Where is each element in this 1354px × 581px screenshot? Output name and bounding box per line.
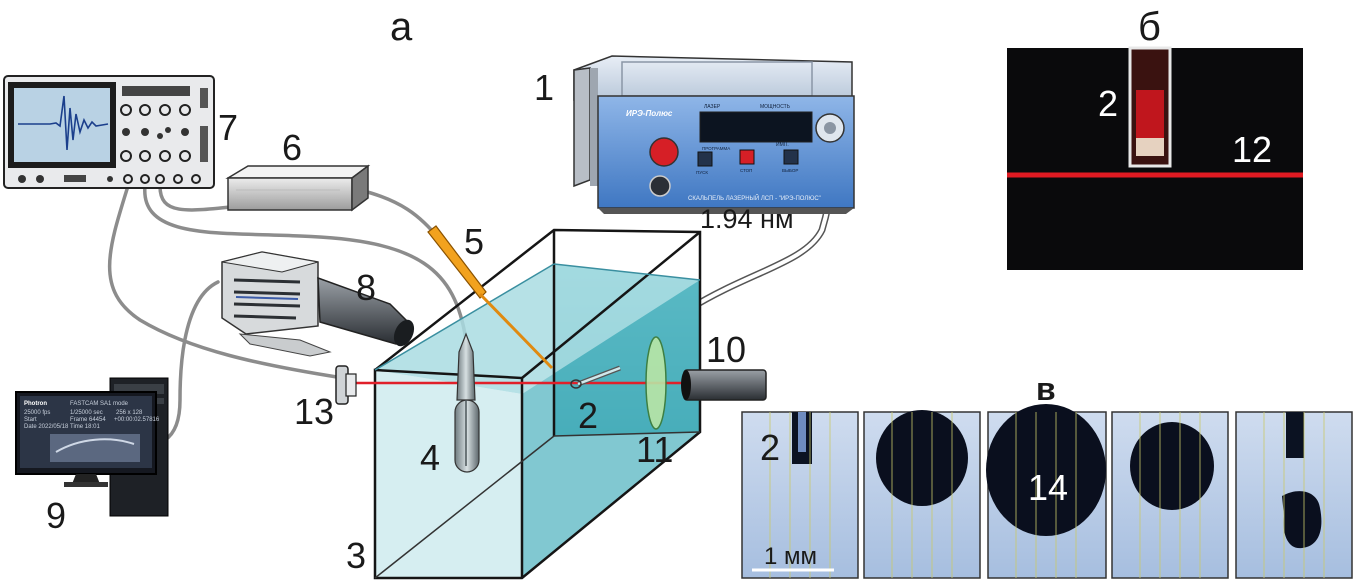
svg-text:FASTCAM SA1 mode: FASTCAM SA1 mode [70,401,129,407]
svg-text:ВЫБОР: ВЫБОР [782,168,798,173]
svg-text:+00:00:02.57816: +00:00:02.57816 [114,417,160,423]
label-12: 12 [1232,129,1272,170]
hydrophone [454,332,480,473]
svg-text:Frame 64454: Frame 64454 [70,417,106,423]
laser-scalpel-unit: ИРЭ-Полюс ЛАЗЕР МОЩНОСТЬ ПРОГРАММА ИМП. … [573,55,855,214]
label-9: 9 [46,495,66,536]
panel-label-a: а [390,5,413,49]
panel-label-b: б [1138,5,1161,49]
label-13: 13 [294,391,334,432]
svg-text:25000 fps: 25000 fps [24,410,50,416]
photo-frame-4 [1111,411,1229,579]
monitor-screen-text: Photron FASTCAM SA1 mode 25000 fps 1/250… [24,401,160,430]
wavelength-label: 1.94 нм [700,204,794,234]
svg-text:Start: Start [24,417,37,423]
photo-frame-5 [1235,411,1353,579]
label-8: 8 [356,267,376,308]
cables [107,184,468,442]
svg-text:ПРОГРАММА: ПРОГРАММА [702,146,730,151]
label-2: 2 [578,395,598,436]
svg-text:СТОП: СТОП [740,168,752,173]
oscilloscope [3,75,215,189]
high-speed-camera [221,251,415,357]
label-10: 10 [706,329,746,370]
svg-text:СКАЛЬПЕЛЬ ЛАЗЕРНЫЙ ЛСП - "ИРЭ-: СКАЛЬПЕЛЬ ЛАЗЕРНЫЙ ЛСП - "ИРЭ-ПОЛЮС" [688,194,821,202]
svg-text:ЛАЗЕР: ЛАЗЕР [704,104,721,110]
panel-label-v: в [1036,371,1056,407]
label-7: 7 [218,107,238,148]
label-1: 1 [534,67,554,108]
svg-text:МОЩНОСТЬ: МОЩНОСТЬ [760,104,791,110]
detector-13 [335,365,357,405]
svg-text:ИРЭ-Полюс: ИРЭ-Полюс [626,109,673,118]
label-6: 6 [282,127,302,168]
label-4: 4 [420,437,440,478]
photo-b-label-2: 2 [1098,83,1118,124]
photo-frame-3 [986,404,1107,579]
photo-frames [741,404,1353,579]
svg-text:1/25000 sec: 1/25000 sec [70,410,103,416]
label-3: 3 [346,535,366,576]
svg-text:Date 2022/05/18: Date 2022/05/18 [24,424,69,430]
lens [645,336,667,430]
oscilloscope-trace [18,95,109,151]
thermocouple-probe [427,225,554,370]
svg-text:ИМП.: ИМП. [776,142,789,148]
illumination-laser [681,369,767,401]
photo-b [1007,46,1303,270]
label-14: 14 [1028,467,1068,508]
amplifier-box [225,164,371,212]
photo-frame-2 [863,410,981,579]
photo-v-label-2: 2 [760,427,780,468]
photo-frame-1 [741,411,859,579]
scale-label: 1 мм [764,543,817,570]
fiber-tip [570,365,621,389]
svg-text:Time 18:01: Time 18:01 [70,424,100,430]
water-tank [373,228,702,580]
svg-text:Photron: Photron [24,401,47,407]
label-5: 5 [464,221,484,262]
label-11: 11 [636,429,673,470]
svg-text:256 x 128: 256 x 128 [116,410,143,416]
computer: Photron FASTCAM SA1 mode 25000 fps 1/250… [15,377,169,517]
svg-text:ПУСК: ПУСК [696,170,708,175]
